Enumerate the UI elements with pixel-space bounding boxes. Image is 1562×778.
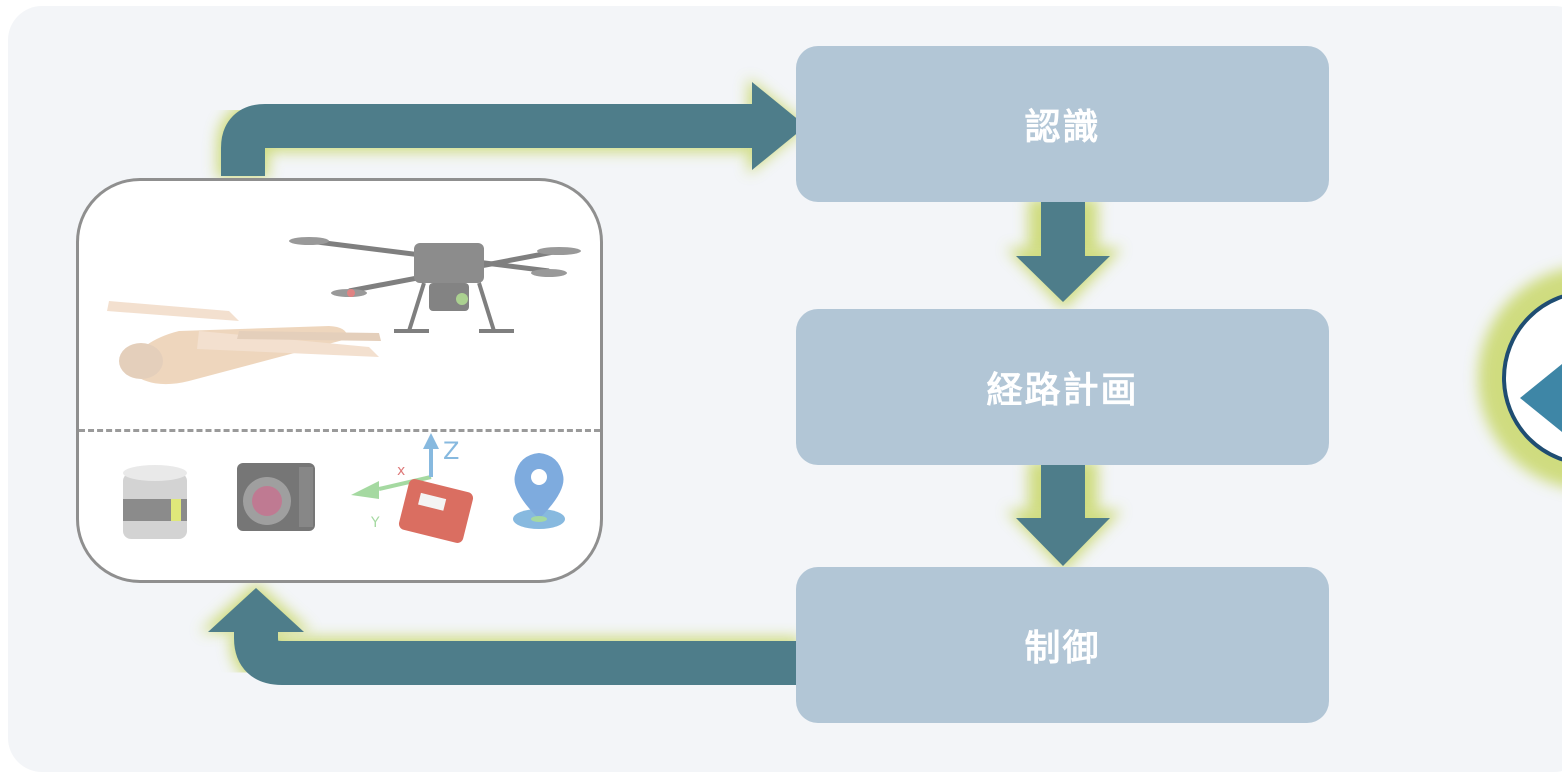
arrow-recognition-to-planning xyxy=(1006,198,1122,310)
step-control-label: 制御 xyxy=(1024,628,1101,669)
arrow-control-to-robot xyxy=(200,582,800,689)
step-recognition: 認識 xyxy=(796,46,1329,202)
step-recognition-label: 認識 xyxy=(1024,107,1101,148)
fixed-wing-drone-icon xyxy=(107,301,381,385)
step-path-planning: 経路計画 xyxy=(796,309,1329,465)
lidar-icon xyxy=(123,465,187,539)
step-control: 制御 xyxy=(796,567,1329,723)
svg-text:x: x xyxy=(397,463,405,479)
side-ring-icon xyxy=(1478,269,1562,487)
robot-illustrations: Z x Y xyxy=(107,237,581,543)
imu-icon: Z x Y xyxy=(351,433,474,543)
robot-box-divider xyxy=(79,429,600,432)
svg-text:Z: Z xyxy=(443,437,459,465)
step-path-planning-label: 経路計画 xyxy=(986,370,1139,411)
svg-text:Y: Y xyxy=(370,515,380,531)
arrow-planning-to-control xyxy=(1006,460,1122,572)
robot-platform-box: Z x Y xyxy=(76,178,603,583)
camera-icon xyxy=(237,463,315,531)
gps-icon xyxy=(513,453,565,529)
quadcopter-drone-icon xyxy=(289,237,581,333)
arrow-sensor-to-recognition xyxy=(217,78,808,178)
